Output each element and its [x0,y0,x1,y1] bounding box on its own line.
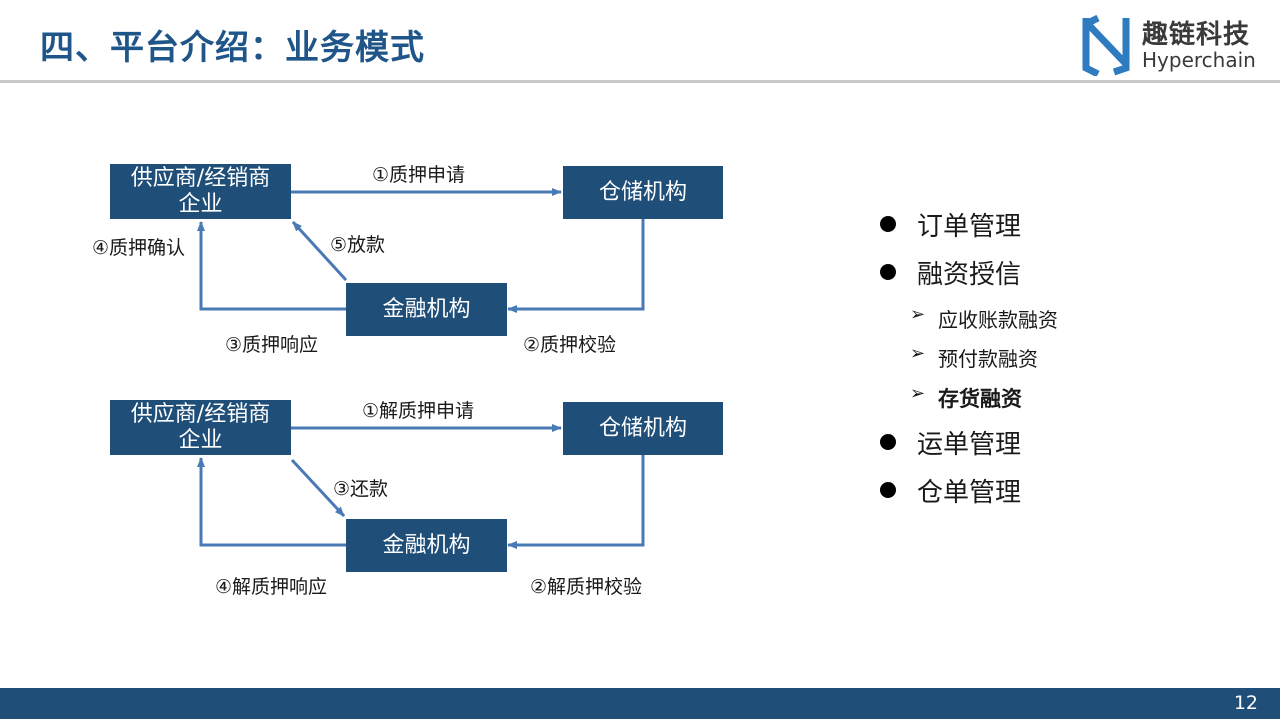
node-supplier-line2: 企业 [178,427,223,453]
edge-label-release-request: ①解质押申请 [362,400,475,422]
page-title: 四、平台介绍：业务模式 [40,28,425,68]
logo-name-cn: 趣链科技 [1142,20,1251,50]
arrow-bullet-icon: ➢ [910,343,926,364]
edge-label-release-response: ④解质押响应 [215,576,328,598]
arrow-release-response [197,457,346,547]
node-finance-top: 金融机构 [346,283,507,336]
node-finance-bottom: 金融机构 [346,519,507,572]
company-logo: 趣链科技 Hyperchain [1078,14,1278,76]
edge-label-pledge-verify: ②质押校验 [523,334,617,356]
bullet-dot-icon [880,434,896,450]
arrow-pledge-verify [507,219,645,313]
edge-label-repayment: ③还款 [333,478,389,500]
edge-label-release-verify: ②解质押校验 [530,576,643,598]
hyperchain-logo-icon [1082,14,1130,76]
node-warehouse-top: 仓储机构 [563,166,723,219]
arrow-loan-release [291,220,348,282]
node-supplier-bottom: 供应商/经销商 企业 [110,400,291,455]
arrow-bullet-icon: ➢ [910,304,926,325]
node-supplier-line1: 供应商/经销商 [130,165,271,191]
node-supplier-line1: 供应商/经销商 [130,401,271,427]
node-warehouse-bottom: 仓储机构 [563,402,723,455]
bullet-dot-icon [880,216,896,232]
node-supplier-line2: 企业 [178,191,223,217]
edge-label-loan-release: ⑤放款 [330,234,386,256]
arrow-release-verify [507,455,645,549]
bullet-dot-icon [880,482,896,498]
edge-label-pledge-confirm: ④质押确认 [92,237,186,259]
bullet-dot-icon [880,264,896,280]
footer-bar: 12 [0,688,1280,719]
page-number: 12 [1233,692,1258,714]
arrow-pledge-confirm [197,221,346,311]
logo-name-en: Hyperchain [1142,48,1256,72]
header-divider [0,80,1280,83]
edge-label-pledge-request: ①质押申请 [372,164,466,186]
node-supplier-top: 供应商/经销商 企业 [110,164,291,219]
edge-label-pledge-response: ③质押响应 [225,334,319,356]
arrow-repayment [290,458,346,518]
arrow-bullet-icon: ➢ [910,383,926,404]
